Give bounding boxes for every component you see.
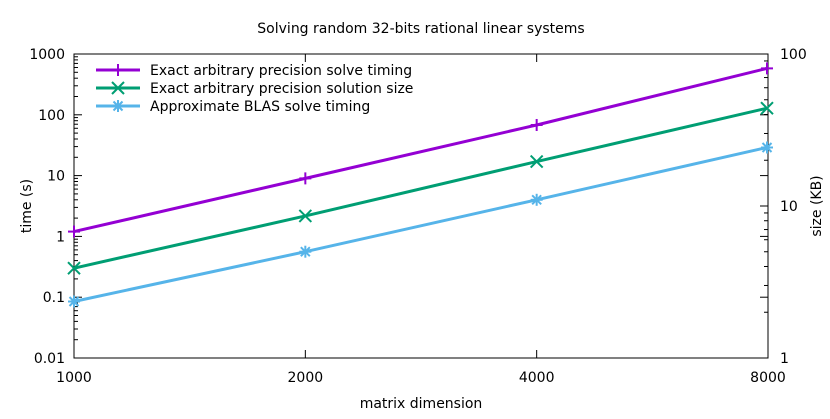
y-left-tick-label: 1000 xyxy=(29,47,65,63)
data-point xyxy=(298,209,313,223)
legend-marker xyxy=(112,100,124,112)
y-axis-right-title: size (KB) xyxy=(809,175,825,236)
data-point xyxy=(530,193,543,206)
data-point xyxy=(299,172,312,185)
x-tick-label: 4000 xyxy=(519,370,555,386)
data-point xyxy=(299,245,312,258)
y-left-tick-label: 0.1 xyxy=(43,290,65,306)
x-axis-title: matrix dimension xyxy=(360,396,483,412)
y-left-tick-label: 1 xyxy=(56,229,65,245)
chart-title: Solving random 32-bits rational linear s… xyxy=(257,21,584,37)
x-tick-label: 8000 xyxy=(750,370,786,386)
data-point xyxy=(67,261,81,275)
y-right-tick-label: 10 xyxy=(780,199,798,215)
series-1 xyxy=(68,62,773,238)
legend-marker xyxy=(112,64,124,76)
series-line xyxy=(73,106,768,270)
data-series xyxy=(67,62,774,308)
legend-marker xyxy=(111,81,125,95)
y-axis-left-title: time (s) xyxy=(19,179,35,233)
y-right-tick-label: 1 xyxy=(780,351,789,367)
data-point xyxy=(761,62,773,75)
y-left-tick-label: 10 xyxy=(47,169,65,185)
axis-ticks: 0.01 0.1 1 10 100 1000 1 10 100 1000 2000 4000 8000 xyxy=(29,47,806,386)
legend-entry: Approximate BLAS solve timing xyxy=(96,99,370,115)
data-point xyxy=(68,225,80,238)
series-2 xyxy=(67,101,774,275)
legend-label: Exact arbitrary precision solution size xyxy=(150,81,413,97)
data-point xyxy=(761,141,773,154)
x-tick-label: 2000 xyxy=(288,370,324,386)
series-line xyxy=(73,146,768,303)
legend: Exact arbitrary precision solve timingEx… xyxy=(96,63,413,115)
y-left-tick-label: 100 xyxy=(38,108,65,124)
data-point xyxy=(529,154,544,169)
series-line xyxy=(73,66,768,234)
data-point xyxy=(760,101,774,115)
legend-label: Approximate BLAS solve timing xyxy=(150,99,370,115)
data-point xyxy=(68,295,80,308)
series-3 xyxy=(68,141,773,308)
legend-entry: Exact arbitrary precision solve timing xyxy=(96,63,412,79)
y-left-tick-label: 0.01 xyxy=(34,351,65,367)
x-tick-label: 1000 xyxy=(56,370,92,386)
legend-label: Exact arbitrary precision solve timing xyxy=(150,63,412,79)
legend-entry: Exact arbitrary precision solution size xyxy=(96,81,413,97)
data-point xyxy=(530,118,543,131)
y-right-tick-label: 100 xyxy=(780,47,807,63)
